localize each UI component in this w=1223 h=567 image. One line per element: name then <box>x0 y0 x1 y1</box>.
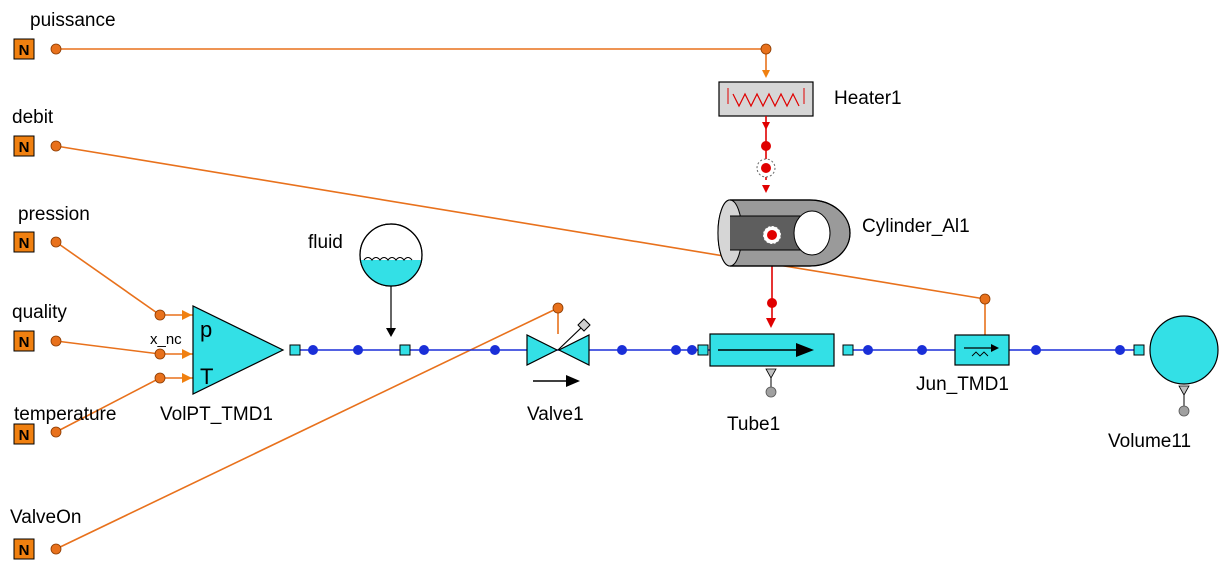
cylinder-label: Cylinder_Al1 <box>862 216 970 237</box>
volume-component[interactable]: Volume11 <box>1108 315 1219 452</box>
source-label-temperature: temperature <box>14 404 116 425</box>
source-label-puissance: puissance <box>30 10 116 31</box>
signal-source-icon <box>13 231 35 253</box>
source-debit[interactable]: debit <box>12 107 62 157</box>
junction-command-port[interactable] <box>979 293 991 305</box>
volpt-component[interactable]: p T x_nc VolPT_TMD1 <box>150 305 285 425</box>
wire-pression[interactable] <box>55 241 161 316</box>
wire-debit[interactable] <box>55 145 986 300</box>
signal-source-icon <box>13 330 35 352</box>
signal-source-icon <box>13 38 35 60</box>
tube-component[interactable]: Tube1 <box>709 318 835 435</box>
fluid-label: fluid <box>308 232 343 253</box>
signal-source-icon <box>13 423 35 445</box>
signal-source-icon <box>13 135 35 157</box>
source-label-quality: quality <box>12 302 67 323</box>
source-label-debit: debit <box>12 107 54 128</box>
source-temperature[interactable]: temperature <box>13 404 116 445</box>
heater-component[interactable]: Heater1 <box>718 43 902 117</box>
wire-valveon[interactable] <box>55 307 559 550</box>
source-label-pression: pression <box>18 204 90 225</box>
heater-label: Heater1 <box>834 88 902 109</box>
fluid-nodes <box>289 344 1145 356</box>
volpt-label: VolPT_TMD1 <box>160 404 273 425</box>
valve-component[interactable]: Valve1 <box>526 302 591 425</box>
fluid-component[interactable]: fluid <box>308 223 424 337</box>
output-port[interactable] <box>50 140 62 152</box>
thermal-nodes <box>756 122 777 308</box>
signal-source-icon <box>13 538 35 560</box>
valve-label: Valve1 <box>527 404 584 425</box>
tube-label: Tube1 <box>727 414 780 435</box>
output-port[interactable] <box>50 543 62 555</box>
volpt-input-arrows <box>182 310 192 383</box>
junction-label: Jun_TMD1 <box>916 374 1009 395</box>
volpt-letter-p: p <box>200 317 212 342</box>
output-port[interactable] <box>50 43 62 55</box>
source-label-valveon: ValveOn <box>10 507 81 528</box>
volpt-letter-t: T <box>200 364 213 389</box>
output-port[interactable] <box>50 335 62 347</box>
volpt-port-label: x_nc <box>150 331 182 348</box>
output-port[interactable] <box>50 426 62 438</box>
cylinder-component[interactable]: Cylinder_Al1 <box>717 199 970 267</box>
volume-label: Volume11 <box>1108 431 1191 452</box>
signal-wires <box>55 48 986 550</box>
source-valveon[interactable]: ValveOn <box>10 507 81 560</box>
valve-command-port[interactable] <box>552 302 564 314</box>
volpt-input-ports[interactable] <box>154 309 166 384</box>
heater-command-port[interactable] <box>760 43 772 55</box>
junction-component[interactable]: Jun_TMD1 <box>916 293 1010 395</box>
wire-quality[interactable] <box>55 340 161 355</box>
source-pression[interactable]: pression <box>13 204 90 253</box>
source-quality[interactable]: quality <box>12 302 67 352</box>
wire-temperature[interactable] <box>55 377 161 433</box>
source-puissance[interactable]: puissance <box>13 10 116 60</box>
output-port[interactable] <box>50 236 62 248</box>
